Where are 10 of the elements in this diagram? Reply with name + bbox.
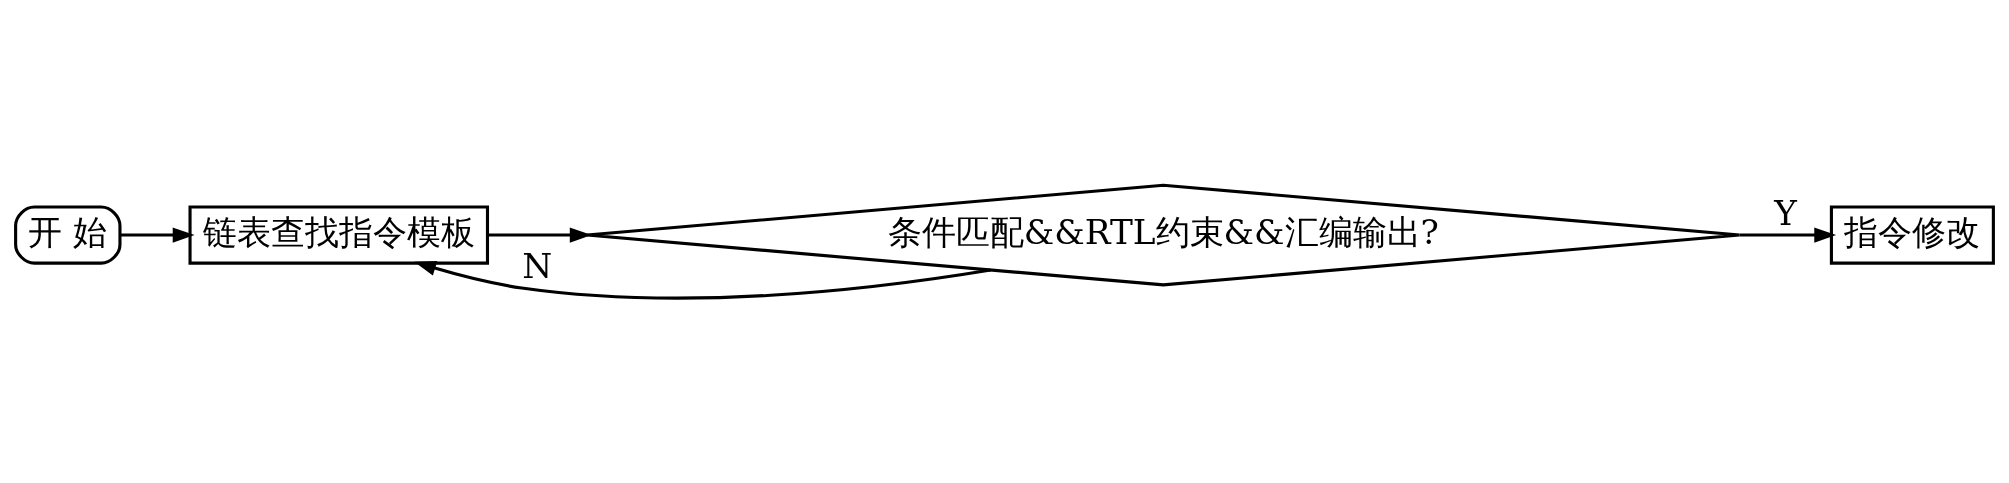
arrow [1739,226,1837,243]
node-box: 链表查找指令模板 [188,204,490,265]
edge-label: Y [1774,192,1797,233]
edge-label: N [522,245,553,286]
arrow [487,226,592,243]
node-diamond: 条件匹配&&RTL约束&&汇编输出? [585,183,1742,286]
node-box: 指令修改 [1829,204,1995,265]
arrow [414,260,991,300]
node-box: 开 始 [14,204,122,265]
arrow [120,226,195,243]
